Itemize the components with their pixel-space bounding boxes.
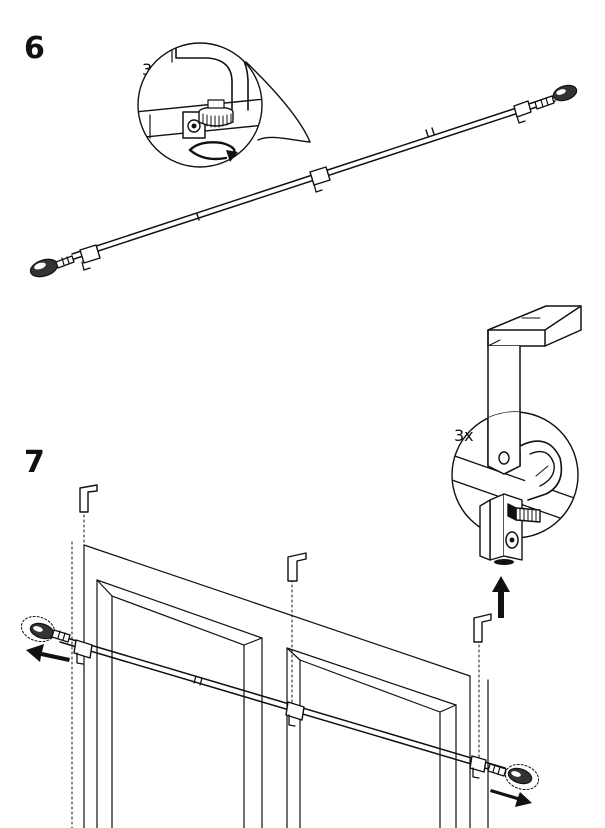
- rod-fitting-right: [513, 100, 532, 124]
- rod-fitting-exploded: [479, 493, 541, 565]
- rod-fitting-left: [79, 244, 101, 271]
- step-7-curtain-rod: [20, 615, 540, 791]
- step-7-detail-callout: [451, 411, 579, 539]
- right-finial: [534, 84, 578, 110]
- rod-fitting-middle: [309, 166, 331, 193]
- rod-fitting-middle-step-7: [285, 701, 305, 727]
- pull-left-arrow-icon: [26, 644, 70, 662]
- step-6-number: 6: [24, 31, 45, 66]
- step-6-diagram: [29, 42, 578, 278]
- right-finial-step-7: [487, 763, 540, 791]
- rod-fitting-right-step-7: [469, 755, 487, 779]
- step-7-number: 7: [24, 445, 45, 480]
- push-up-arrow-icon: [492, 576, 510, 618]
- wall-bracket-middle: [287, 552, 307, 582]
- wall-bracket-right: [473, 613, 492, 643]
- pull-right-arrow-icon: [490, 789, 532, 807]
- mounting-guides: [71, 509, 480, 828]
- wall-bracket-left: [79, 484, 98, 513]
- rod-fitting-left-step-7: [73, 639, 93, 665]
- left-finial-step-7: [20, 615, 71, 643]
- window-frame: [83, 544, 489, 828]
- rotate-arrow-icon: [188, 141, 238, 162]
- step-6-curtain-rod: [29, 84, 578, 278]
- step-7-diagram: [20, 305, 582, 828]
- left-finial: [29, 255, 75, 278]
- step-6-detail-callout: [137, 42, 311, 168]
